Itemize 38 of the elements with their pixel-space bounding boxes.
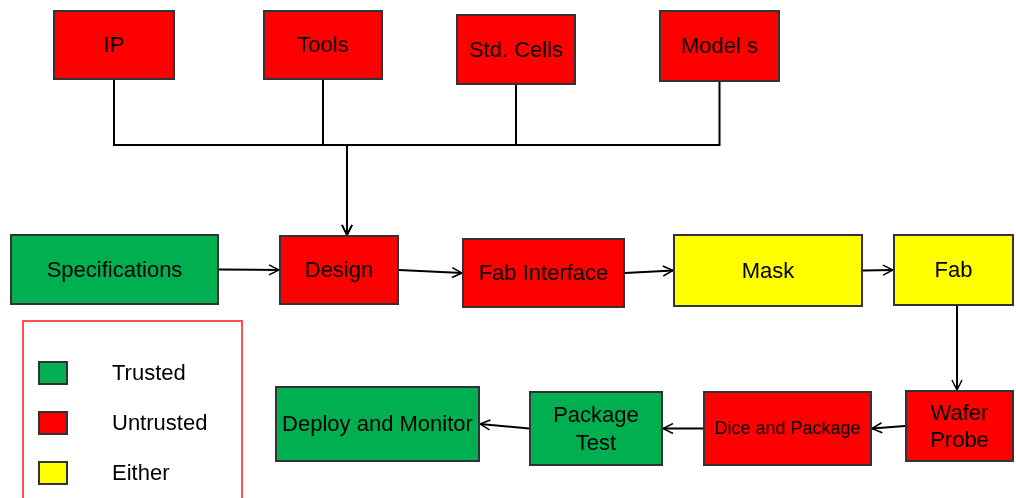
box-label: Package Test [552,401,640,456]
arrow [862,264,894,276]
process-box [263,10,383,80]
arrow [951,305,963,391]
process-box [659,10,780,82]
arrow [398,266,463,279]
process-box [893,234,1014,306]
arrow [662,422,704,435]
box-label: Specifications [46,255,183,284]
box-label: IP [103,31,125,59]
arrow [624,265,674,277]
process-box [275,386,480,462]
arrow [341,81,721,236]
box-label: Design [304,256,374,284]
process-box [10,234,219,305]
box-label: Std. Cells [468,35,564,64]
legend-label: Untrusted [112,409,208,437]
box-label: Fab Interface [478,259,609,287]
arrow [479,419,530,431]
arrow [871,422,906,434]
legend-label: Either [112,459,170,487]
box-label: Deploy and Monitor [282,410,473,438]
process-box [673,234,863,307]
arrow [218,264,280,276]
process-box [905,390,1014,462]
legend-label: Trusted [112,359,186,387]
box-label: Mask [741,256,795,285]
process-box [529,391,663,466]
box-label: Tools [297,31,349,59]
process-box [462,238,625,308]
process-box [53,10,175,80]
box-label: Fab [934,256,973,284]
box-label: Wafer Probe [929,398,990,454]
process-box [456,14,576,85]
box-label: Dice and Package [714,417,861,440]
process-box [279,235,399,305]
box-label: Model s [680,32,758,60]
process-box [703,391,872,466]
